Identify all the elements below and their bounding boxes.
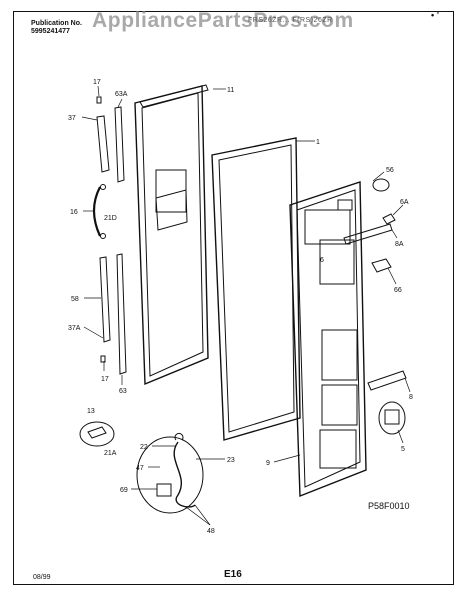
wiring-circle bbox=[136, 436, 204, 514]
trim-strips bbox=[96, 106, 127, 375]
label-37: 37 bbox=[68, 115, 76, 122]
label-37A: 37A bbox=[68, 325, 81, 332]
label-6: 6 bbox=[320, 257, 324, 264]
door-liner bbox=[289, 181, 367, 498]
publication-label: Publication No. bbox=[31, 20, 82, 27]
part-56 bbox=[372, 178, 390, 192]
part-5 bbox=[384, 409, 400, 425]
screw-17-bottom bbox=[100, 355, 106, 363]
footer-page: E16 bbox=[224, 569, 242, 580]
model-text: FRS26ZR... F(RS)26ZR bbox=[248, 17, 333, 24]
label-66: 66 bbox=[394, 287, 402, 294]
label-58: 58 bbox=[71, 296, 79, 303]
door-panel-outer bbox=[134, 84, 209, 386]
publication-number: 5995241477 bbox=[31, 28, 70, 35]
door-gasket bbox=[211, 137, 301, 441]
label-48: 48 bbox=[207, 528, 215, 535]
screw-17-top bbox=[96, 96, 102, 104]
label-8: 8 bbox=[409, 394, 413, 401]
label-1: 1 bbox=[316, 139, 320, 146]
label-11: 11 bbox=[227, 87, 234, 94]
label-6A: 6A bbox=[400, 199, 409, 206]
part-labels: 11 1 17 63A 37 16 21D 58 37A 17 63 13 21… bbox=[68, 79, 413, 535]
label-23: 23 bbox=[227, 457, 235, 464]
figure-id: P58F0010 bbox=[368, 501, 410, 511]
label-9: 9 bbox=[266, 460, 270, 467]
label-56: 56 bbox=[386, 167, 394, 174]
part-66 bbox=[371, 258, 392, 273]
part-8 bbox=[367, 370, 407, 391]
label-22: 22 bbox=[140, 444, 148, 451]
hinge-circle bbox=[79, 421, 115, 447]
label-8A: 8A bbox=[395, 241, 404, 248]
label-17-bottom: 17 bbox=[101, 376, 109, 383]
watermark: AppliancePartsPros.com bbox=[92, 9, 354, 32]
part-5-circle bbox=[378, 401, 406, 435]
label-13: 13 bbox=[87, 408, 95, 415]
footer-date: 08/99 bbox=[33, 574, 51, 581]
label-21D: 21D bbox=[104, 215, 117, 222]
label-5: 5 bbox=[401, 446, 405, 453]
leader-lines bbox=[81, 85, 411, 526]
label-16: 16 bbox=[70, 209, 78, 216]
label-21A: 21A bbox=[104, 450, 117, 457]
corner-mark: • ’ bbox=[431, 10, 440, 20]
handle-screw-bottom bbox=[100, 233, 106, 239]
diagram-frame bbox=[13, 11, 454, 585]
handle-screw-top bbox=[100, 184, 106, 190]
label-69: 69 bbox=[120, 487, 128, 494]
grommet-22 bbox=[174, 432, 184, 441]
label-17-top: 17 bbox=[93, 79, 101, 86]
connector-69 bbox=[156, 483, 172, 497]
label-63: 63 bbox=[119, 388, 127, 395]
label-47: 47 bbox=[136, 465, 144, 472]
wiring-harness bbox=[173, 441, 196, 508]
hinge-part bbox=[87, 426, 107, 439]
part-8A bbox=[343, 223, 393, 245]
label-63A: 63A bbox=[115, 91, 128, 98]
part-6A bbox=[382, 213, 396, 225]
door-handle bbox=[92, 186, 101, 237]
